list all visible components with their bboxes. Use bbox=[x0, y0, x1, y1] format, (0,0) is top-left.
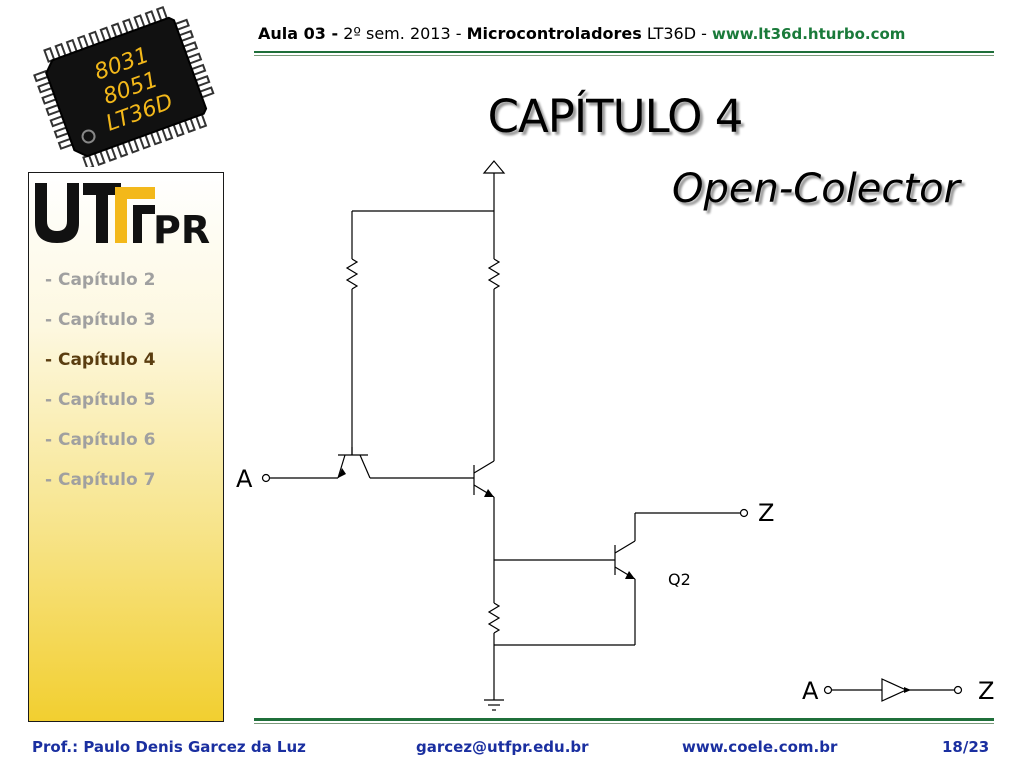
header-divider-thin bbox=[254, 55, 994, 56]
open-collector-circuit: A Z Q2 A Z bbox=[236, 160, 994, 711]
chip-logo: 8031 8051 LT36D bbox=[33, 5, 215, 167]
slide-header: Aula 03 - 2º sem. 2013 - Microcontrolado… bbox=[258, 24, 998, 52]
menu-item-capitulo-4[interactable]: - Capítulo 4 bbox=[45, 350, 156, 370]
header-divider bbox=[254, 51, 994, 53]
footer-divider-thin bbox=[254, 723, 994, 724]
utfpr-logo: PR bbox=[35, 183, 210, 247]
transistor-q2 bbox=[614, 540, 636, 580]
resistor-r2 bbox=[487, 258, 501, 290]
footer-author: Prof.: Paulo Denis Garcez da Luz bbox=[32, 738, 306, 756]
output-label: Z bbox=[758, 499, 774, 527]
page-number: 18/23 bbox=[942, 738, 990, 756]
menu-item-capitulo-6[interactable]: - Capítulo 6 bbox=[45, 430, 156, 450]
slide-subtitle: Open-Colector bbox=[672, 166, 960, 212]
menu-item-capitulo-2[interactable]: - Capítulo 2 bbox=[45, 270, 156, 290]
header-semester: 2º sem. 2013 - bbox=[338, 24, 467, 43]
menu-item-capitulo-3[interactable]: - Capítulo 3 bbox=[45, 310, 156, 330]
symbol-output-label: Z bbox=[978, 677, 994, 705]
symbol-input-label: A bbox=[802, 677, 819, 705]
footer-divider bbox=[254, 718, 994, 721]
input-label: A bbox=[236, 465, 253, 493]
output-terminal bbox=[739, 508, 749, 518]
inverter-symbol bbox=[823, 678, 963, 702]
footer-site[interactable]: www.coele.com.br bbox=[682, 738, 838, 756]
menu-item-capitulo-5[interactable]: - Capítulo 5 bbox=[45, 390, 156, 410]
header-course: Microcontroladores bbox=[466, 24, 642, 43]
resistor-r1 bbox=[345, 258, 359, 290]
transistor-q1 bbox=[337, 447, 474, 479]
resistor-r3 bbox=[487, 602, 501, 634]
header-aula: Aula 03 - bbox=[258, 24, 339, 43]
utfpr-logo-text: PR bbox=[153, 208, 210, 247]
menu-item-capitulo-7[interactable]: - Capítulo 7 bbox=[45, 470, 156, 490]
header-url[interactable]: www.lt36d.hturbo.com bbox=[711, 25, 906, 43]
chapter-title: CAPÍTULO 4 bbox=[487, 90, 744, 143]
input-terminal bbox=[261, 473, 271, 483]
sidebar: PR - Capítulo 2 - Capítulo 3 - Capítulo … bbox=[28, 172, 224, 722]
chapter-menu: - Capítulo 2 - Capítulo 3 - Capítulo 4 -… bbox=[45, 269, 155, 509]
ground-symbol bbox=[484, 699, 504, 711]
header-code: LT36D - bbox=[641, 24, 712, 43]
transistor-phase-splitter bbox=[473, 460, 495, 498]
vcc-symbol bbox=[482, 160, 506, 174]
footer-email[interactable]: garcez@utfpr.edu.br bbox=[416, 738, 589, 756]
q2-label: Q2 bbox=[668, 570, 691, 589]
